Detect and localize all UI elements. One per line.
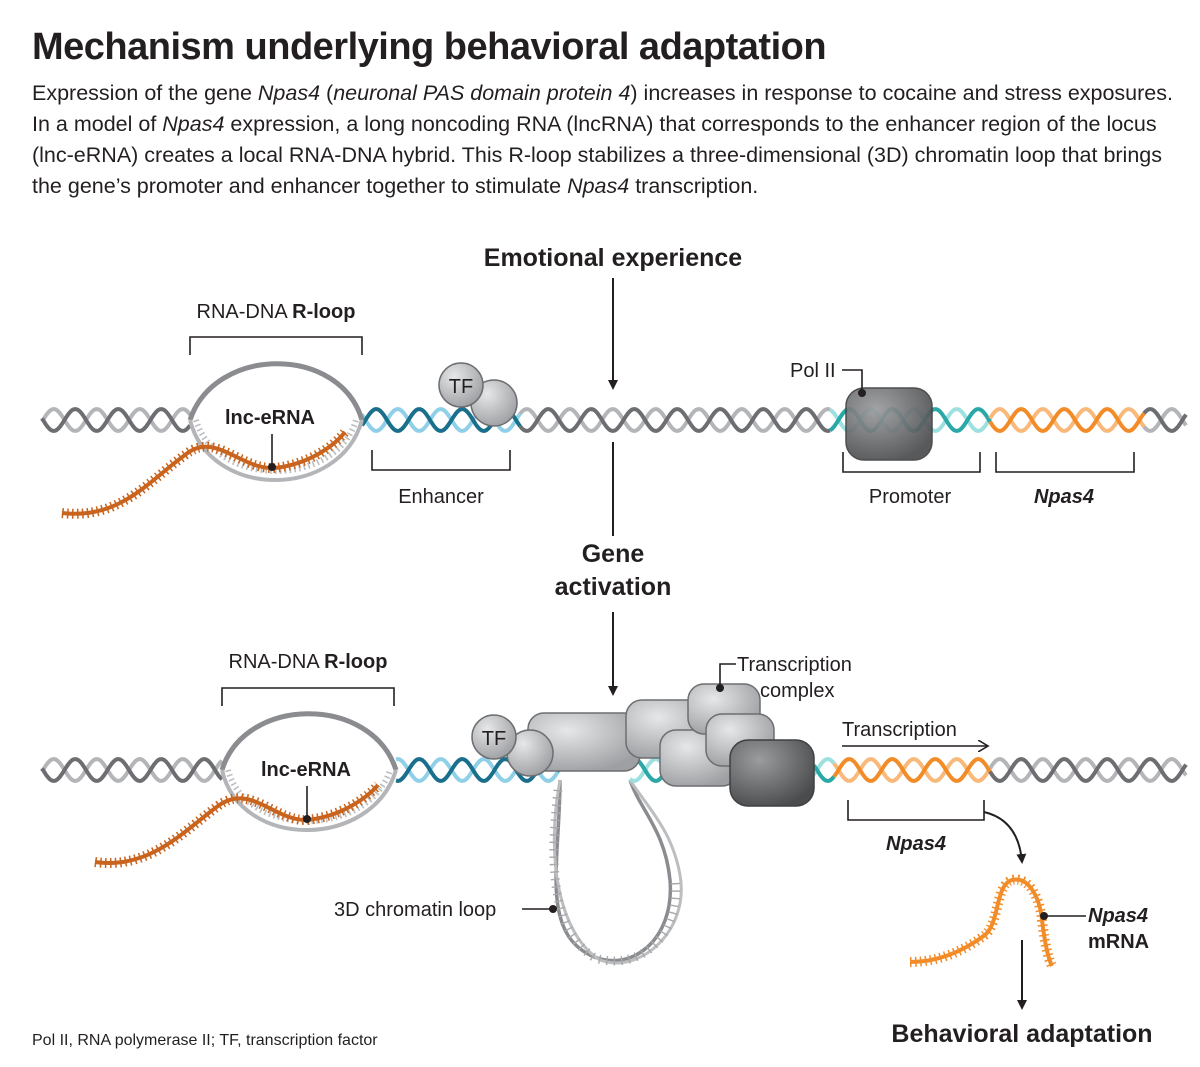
top-promoter-label: Promoter [869,486,952,508]
footnote: Pol II, RNA polymerase II; TF, transcrip… [32,1032,378,1049]
top-lnc-erna-ticks [61,428,349,519]
bottom-dna-strand-front [988,756,1188,784]
chromatin-loop-label: 3D chromatin loop [334,899,496,921]
bottom-lnc-erna-dot [303,815,311,823]
top-dna-strand-front [40,406,192,434]
top-pol2-dot [858,389,866,397]
bottom-dna-strand-front [832,756,992,784]
bottom-lnc-erna-strand [94,783,380,866]
top-enhancer-bracket [371,450,511,471]
bottom-dna-strand-front [395,756,562,784]
top-pol2-protein [845,387,933,461]
description-segment: Npas4 [162,112,225,136]
mrna-curved-arrow [983,811,1027,864]
gene-label: Gene [582,540,645,568]
npas4-mrna-label-1: Npas4 [1088,905,1148,927]
top-dna-helix [40,406,1188,434]
bottom-lnc-erna-label: lnc-eRNA [261,759,351,781]
pol2-in-complex [729,739,815,807]
description-segment: transcription. [629,174,759,198]
top-lnc-erna-label: lnc-eRNA [225,407,315,429]
top-dna-strand-back [1142,406,1188,434]
description-segment: ) increases in response to cocaine and s… [32,81,1173,136]
figure-title: Mechanism underlying behavioral adaptati… [32,26,827,68]
description-segment: neuronal PAS domain protein 4 [333,81,631,105]
bottom-dna-strand-back [988,756,1188,784]
npas4-mrna [909,877,1054,967]
npas4-mrna-label-2: mRNA [1088,931,1149,953]
description-segment: Npas4 [257,81,321,105]
top-pol2-pointer [842,369,863,392]
emotional-experience-label: Emotional experience [484,244,743,272]
top-dna-strand-front [988,406,1146,434]
description-segment: ( [320,81,334,105]
top-lnc-erna-dot [268,463,276,471]
bottom-npas4-label: Npas4 [886,833,946,855]
top-rloop-bracket [189,336,363,355]
top-npas4-label: Npas4 [1034,486,1094,508]
top-rloop-label: RNA-DNA R-loop [197,301,356,323]
bottom-lnc-erna-ticks [94,781,382,869]
npas4-mrna-ticks [909,874,1057,969]
bottom-dna-strand-front [812,764,836,784]
activation-label: activation [555,573,672,601]
behavioral-adaptation-label: Behavioral adaptation [891,1020,1152,1048]
top-npas4-bracket [995,452,1135,473]
description-segment: expression, a long noncoding RNA (lncRNA… [32,112,1162,198]
top-tf-label: TF [449,376,473,398]
transcription-complex [527,683,815,807]
bottom-rloop-label: RNA-DNA R-loop [229,651,388,673]
chromatin-loop-dot [549,905,557,913]
top-enhancer-label: Enhancer [398,486,484,508]
bottom-panel: RNA-DNA R-loop lnc-eRNA Transcription co… [40,651,1188,1048]
bottom-tf-label: TF [482,728,506,750]
top-pol2-label: Pol II [790,360,836,382]
figure-description: Expression of the gene Npas4 (neuronal P… [32,78,1182,202]
description-segment: Expression of the gene [32,81,258,105]
top-dna-strand-back [518,406,831,434]
top-panel: RNA-DNA R-loop lnc-eRNA TF Enhancer Pol … [40,301,1188,519]
transcription-label: Transcription [842,719,957,741]
bottom-rloop-bracket [221,687,395,706]
bottom-dna-strand-front [40,756,224,784]
top-dna-strand-front [518,406,831,434]
top-dna-strand-front [1142,406,1188,434]
bottom-tf-protein: TF [471,714,554,777]
transcription-complex-label-2: complex [760,680,834,702]
bottom-npas4-bracket [847,800,985,821]
mrna-pointer-dot [1040,912,1048,920]
top-dna-strand-back [40,406,192,434]
description-segment: Npas4 [567,174,630,198]
transcription-complex-pointer [719,663,736,686]
chromatin-loop [549,779,683,966]
transcription-complex-dot [716,684,724,692]
top-tf-protein: TF [438,362,518,427]
bottom-dna-strand-back [40,756,224,784]
transcription-complex-label-1: Transcription [737,654,852,676]
top-promoter-bracket [842,452,981,473]
